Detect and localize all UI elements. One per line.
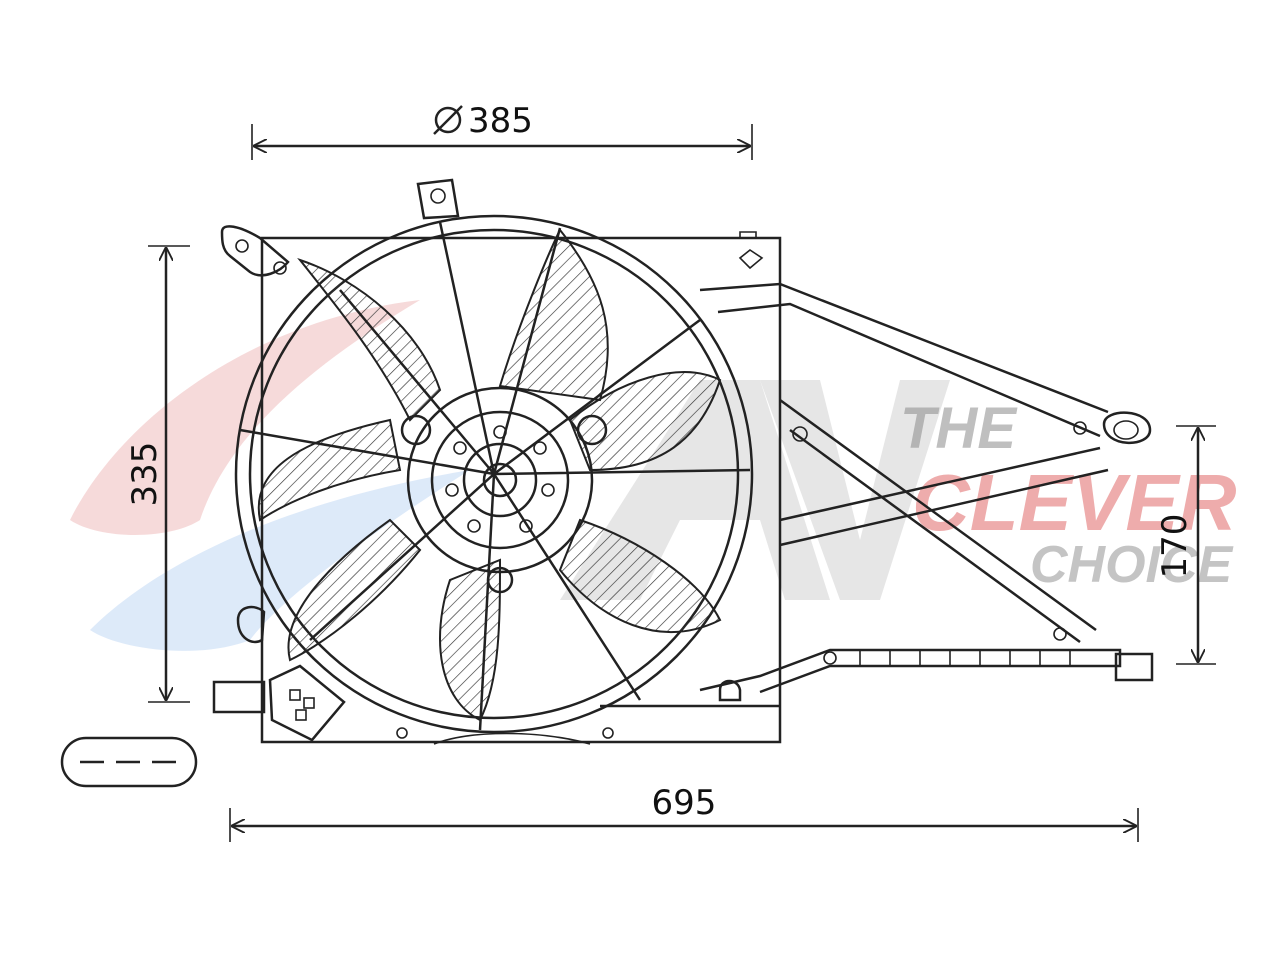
- watermark-text: THE CLEVER CHOICE: [900, 396, 1237, 594]
- watermark-line-3: CHOICE: [1030, 536, 1234, 594]
- watermark-line-1: THE: [900, 396, 1018, 461]
- diameter-icon: [433, 105, 463, 135]
- motor-hub: [400, 386, 608, 594]
- fan-ring: [234, 214, 754, 734]
- dimension-fan-diameter-value: 385: [468, 101, 533, 141]
- dimension-height-value: 335: [125, 442, 165, 507]
- dimension-bracket-height-value: 170: [1155, 514, 1195, 579]
- dimension-bracket-height: 170: [1155, 425, 1216, 665]
- connector-pinout-symbol: [60, 736, 198, 788]
- dimension-fan-diameter: 385: [251, 101, 753, 160]
- dimension-width: 695: [229, 783, 1139, 842]
- fan-spokes: [239, 221, 751, 731]
- dimension-height: 335: [125, 245, 190, 703]
- fan-blades: [257, 228, 722, 722]
- dimension-width-value: 695: [652, 783, 717, 823]
- electrical-connector: [212, 664, 346, 742]
- mounting-bracket: [699, 282, 1154, 694]
